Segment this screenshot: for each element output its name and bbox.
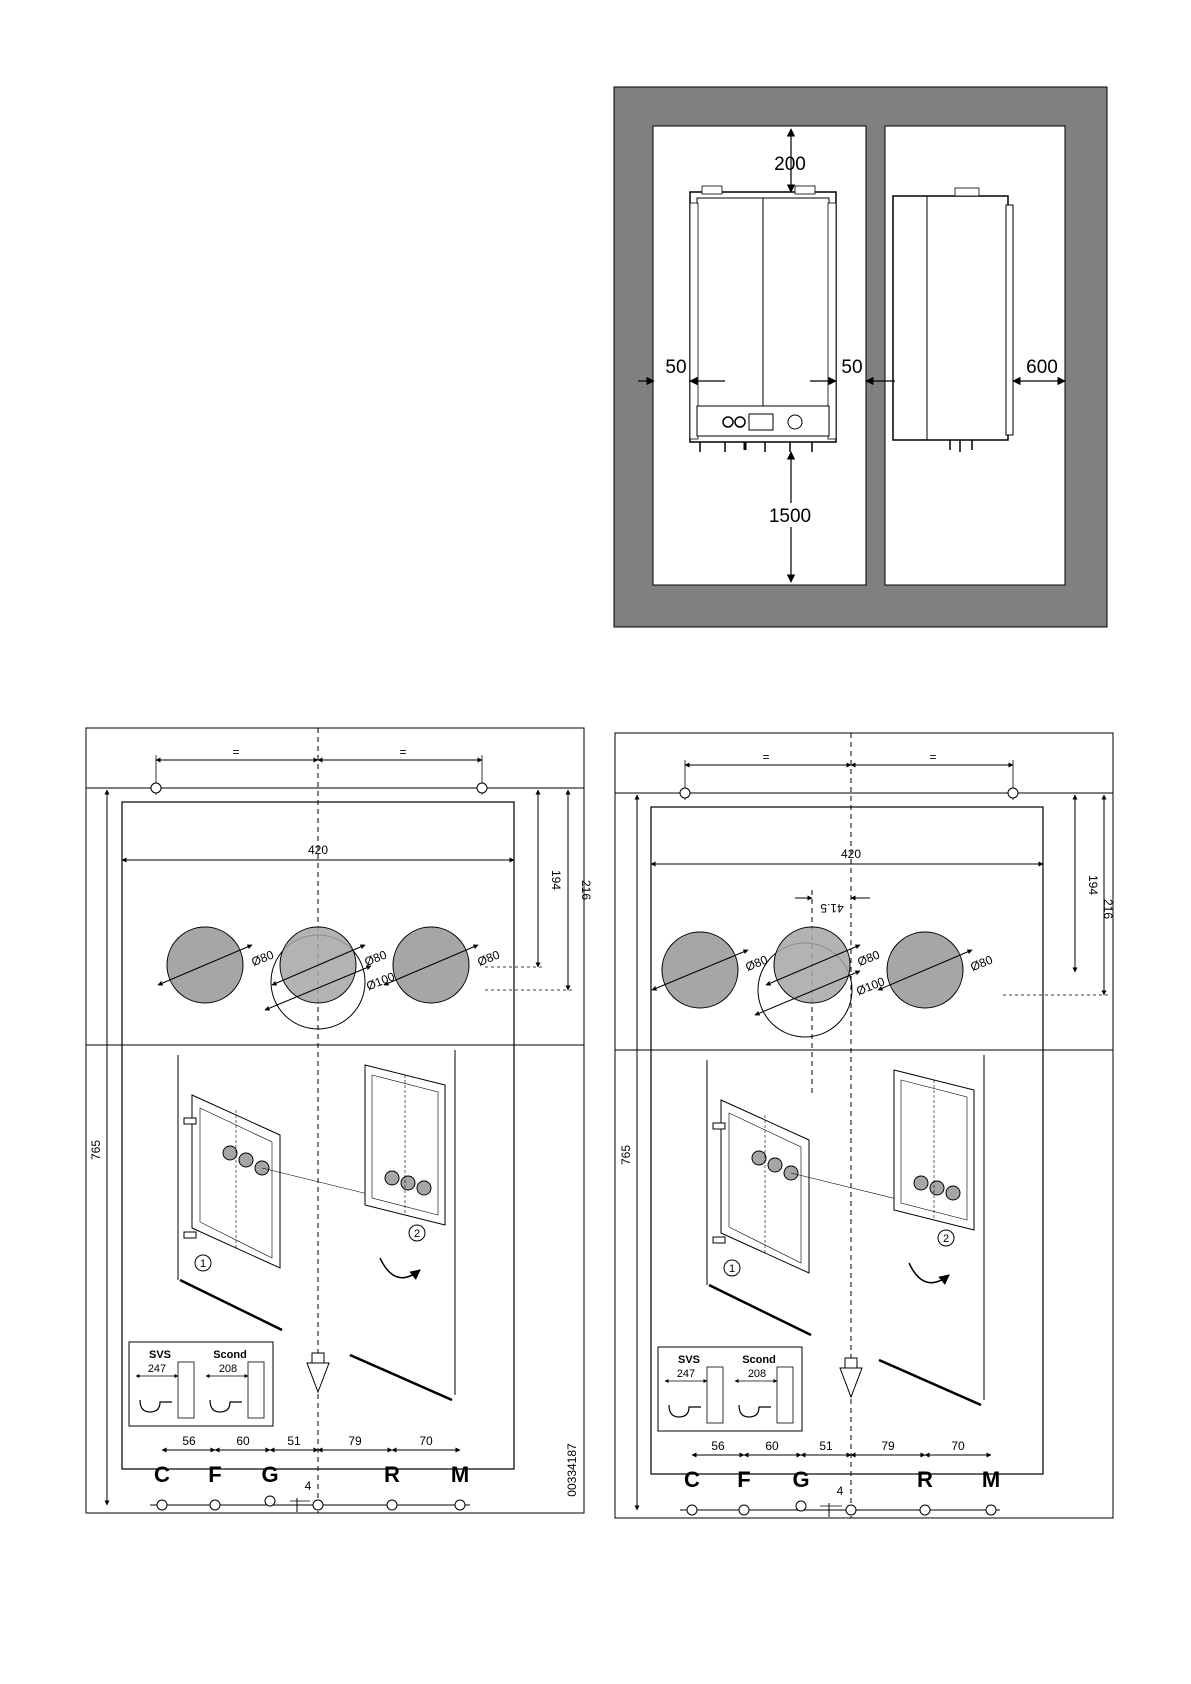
spacing-label: 70 bbox=[951, 1439, 965, 1453]
connection-label: M bbox=[451, 1462, 469, 1487]
height-a-label: 194 bbox=[549, 870, 563, 890]
top-clearance-label: 200 bbox=[774, 154, 806, 175]
spacing-label: 56 bbox=[711, 1439, 725, 1453]
spacing-label: 60 bbox=[236, 1434, 250, 1448]
spacing-label: 79 bbox=[348, 1434, 362, 1448]
equal-right-label: = bbox=[399, 745, 406, 759]
connection-label: M bbox=[982, 1467, 1000, 1492]
total-height-label: 765 bbox=[619, 1145, 633, 1165]
connection-label: G bbox=[261, 1462, 278, 1487]
fixing-hole bbox=[1008, 788, 1018, 798]
scond-value: 208 bbox=[219, 1363, 237, 1375]
spacing-label: 79 bbox=[881, 1439, 895, 1453]
front-clearance-label: 600 bbox=[1026, 357, 1058, 378]
scond-label: Scond bbox=[742, 1354, 776, 1366]
drop-label: 4 bbox=[837, 1484, 844, 1498]
offset-label: 41.5 bbox=[820, 901, 844, 915]
siphon-inset: SVS 247 Scond 208 bbox=[658, 1347, 802, 1431]
spacing-label: 51 bbox=[287, 1434, 301, 1448]
scond-label: Scond bbox=[213, 1349, 247, 1361]
mounting-template-right: = = 420 41.5 194 216 765 Ø80 Ø80 Ø100 Ø8… bbox=[615, 733, 1115, 1518]
spacing-label: 70 bbox=[419, 1434, 433, 1448]
svs-label: SVS bbox=[678, 1354, 700, 1366]
svs-value: 247 bbox=[148, 1363, 166, 1375]
right-clearance-label: 50 bbox=[841, 357, 862, 378]
height-b-label: 216 bbox=[579, 880, 593, 900]
total-height-label: 765 bbox=[89, 1140, 103, 1160]
left-clearance-label: 50 bbox=[665, 357, 686, 378]
step-2-label: 2 bbox=[943, 1233, 949, 1245]
height-a-label: 194 bbox=[1086, 875, 1100, 895]
step-1-label: 1 bbox=[200, 1258, 206, 1270]
spacing-label: 56 bbox=[182, 1434, 196, 1448]
width-label: 420 bbox=[308, 843, 328, 857]
equal-left-label: = bbox=[232, 745, 239, 759]
connection-label: F bbox=[737, 1467, 750, 1492]
clearance-diagram: 200 50 50 600 1500 bbox=[614, 87, 1107, 627]
siphon-inset: SVS 247 Scond 208 bbox=[129, 1342, 273, 1426]
mounting-template-left: = = 420 194 216 765 Ø80 Ø80 Ø100 Ø80 bbox=[86, 728, 593, 1513]
step-1-label: 1 bbox=[729, 1263, 735, 1275]
fixing-hole bbox=[680, 788, 690, 798]
drop-label: 4 bbox=[305, 1479, 312, 1493]
equal-right-label: = bbox=[929, 750, 936, 764]
equal-left-label: = bbox=[762, 750, 769, 764]
spacing-label: 51 bbox=[819, 1439, 833, 1453]
connection-label: F bbox=[208, 1462, 221, 1487]
connection-label: C bbox=[154, 1462, 170, 1487]
step-2-label: 2 bbox=[414, 1228, 420, 1240]
bottom-clearance-label: 1500 bbox=[769, 506, 811, 527]
height-b-label: 216 bbox=[1101, 899, 1115, 919]
connection-label: G bbox=[792, 1467, 809, 1492]
width-label: 420 bbox=[841, 847, 861, 861]
scond-value: 208 bbox=[748, 1368, 766, 1380]
connection-label: R bbox=[384, 1462, 400, 1487]
svs-value: 247 bbox=[677, 1368, 695, 1380]
boiler-side-view bbox=[893, 188, 1013, 452]
connection-label: C bbox=[684, 1467, 700, 1492]
fixing-hole bbox=[151, 783, 161, 793]
svs-label: SVS bbox=[149, 1349, 171, 1361]
drawing-code: 00334187 bbox=[565, 1443, 579, 1497]
fixing-hole bbox=[477, 783, 487, 793]
boiler-front-view bbox=[690, 186, 836, 452]
connection-label: R bbox=[917, 1467, 933, 1492]
spacing-label: 60 bbox=[765, 1439, 779, 1453]
